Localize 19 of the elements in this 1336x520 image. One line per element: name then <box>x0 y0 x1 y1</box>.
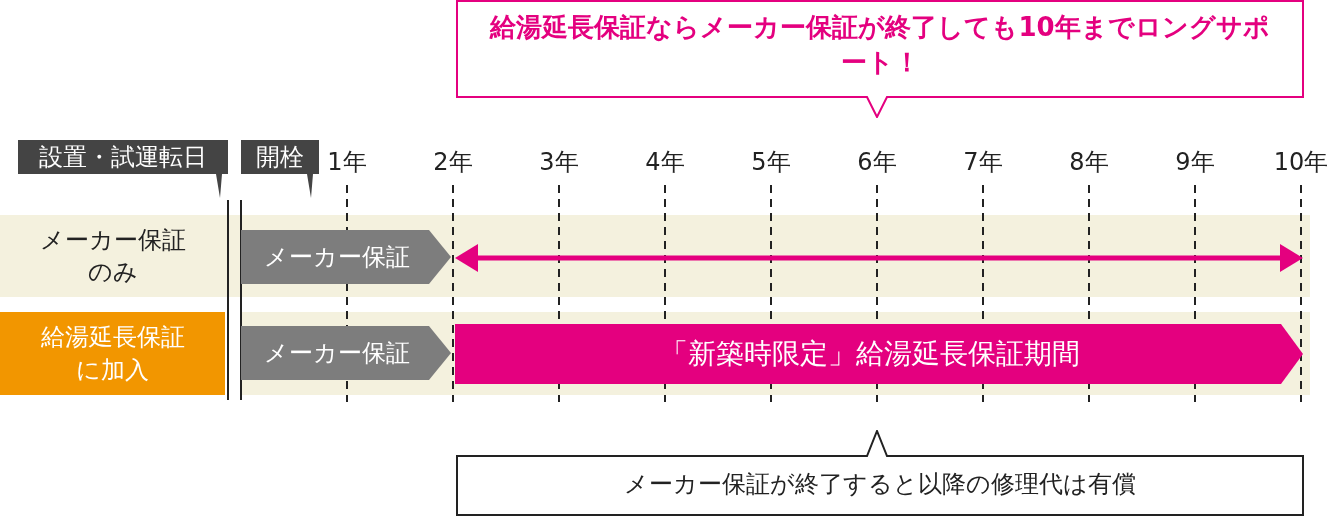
row-label: 給湯延長保証に加入 <box>0 312 225 395</box>
warranty-bar: メーカー保証 <box>241 326 451 380</box>
tick-label: 2年 <box>432 147 474 178</box>
tick-label: 10年 <box>1272 147 1330 178</box>
tick-label: 4年 <box>644 147 686 178</box>
tick-label: 7年 <box>962 147 1004 178</box>
date-tag: 設置・試運転日 <box>18 140 228 198</box>
callout-box: 給湯延長保証ならメーカー保証が終了しても10年までロングサポート！ <box>456 0 1304 118</box>
warranty-bar: メーカー保証 <box>241 230 451 284</box>
period-bar: 「新築時限定」給湯延長保証期間 <box>455 324 1303 384</box>
tick-label: 1年 <box>326 147 368 178</box>
tick-label: 3年 <box>538 147 580 178</box>
row-label: メーカー保証のみ <box>0 215 225 297</box>
callout-box: メーカー保証が終了すると以降の修理代は有償 <box>456 430 1304 516</box>
tick-label: 8年 <box>1068 147 1110 178</box>
tick-label: 5年 <box>750 147 792 178</box>
tick-label: 6年 <box>856 147 898 178</box>
tick-label: 9年 <box>1174 147 1216 178</box>
date-tag: 開栓 <box>241 140 319 198</box>
